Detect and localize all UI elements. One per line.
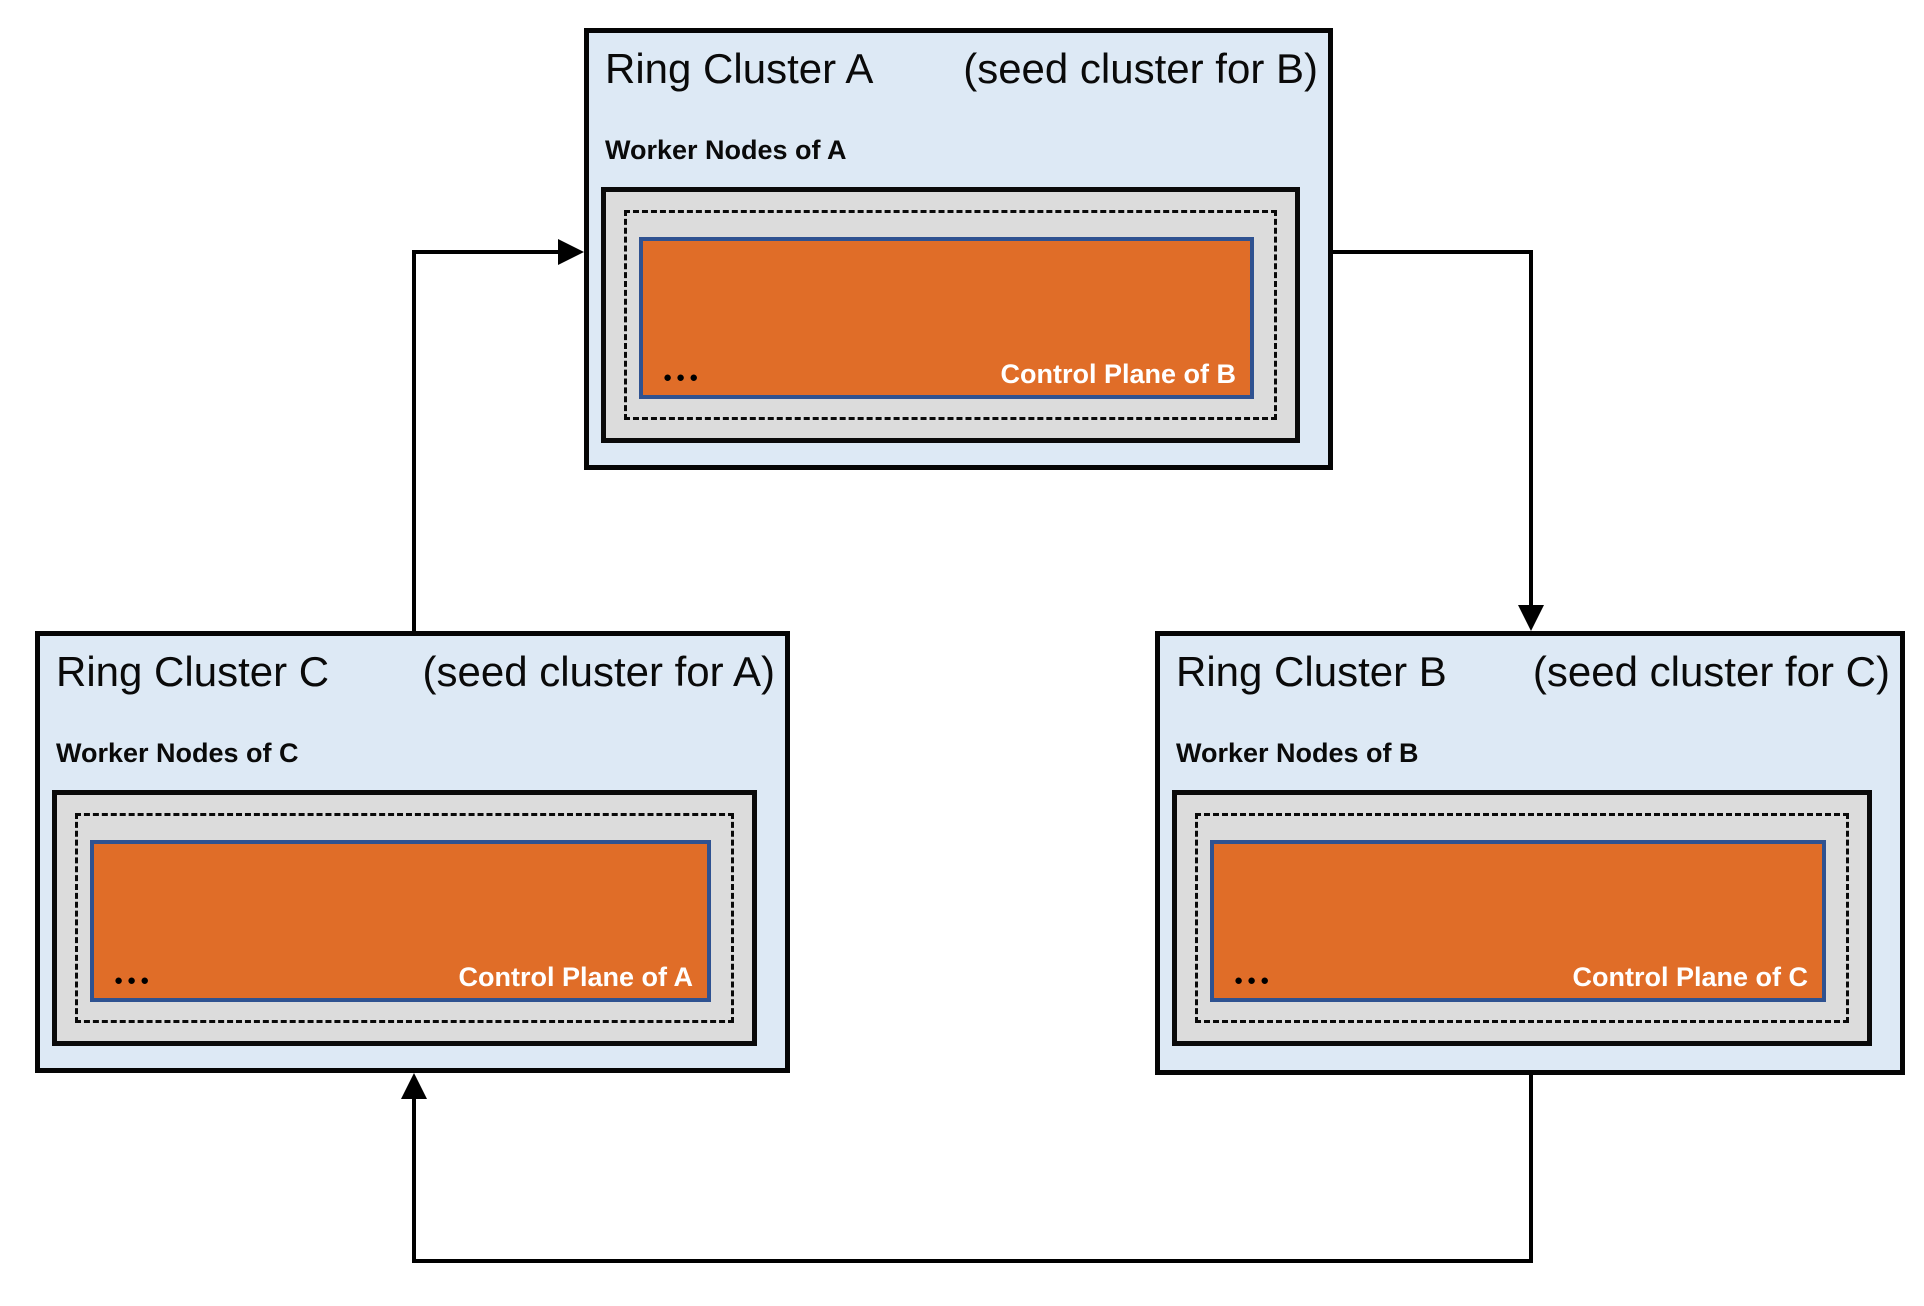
cluster-c-seed-note: (seed cluster for A) <box>422 648 775 695</box>
cluster-c-title-row: Ring Cluster C (seed cluster for A) <box>56 646 775 699</box>
cluster-b-control-plane-row: ●●● Control Plane of C <box>1234 963 1808 993</box>
cluster-b-worker-nodes-box: ●●● Control Plane of C <box>1172 790 1872 1046</box>
cluster-a-seed-note: (seed cluster for B) <box>963 45 1318 92</box>
cluster-c-control-plane-row: ●●● Control Plane of A <box>114 963 693 993</box>
ellipsis-dots: ●●● <box>1234 971 1274 989</box>
ellipsis-dots: ●●● <box>663 368 703 386</box>
cluster-a-control-plane-box: ●●● Control Plane of B <box>639 237 1254 399</box>
cluster-c-worker-nodes-box: ●●● Control Plane of A <box>52 790 757 1046</box>
arrow-b-to-c-down-line <box>1529 1073 1533 1263</box>
cluster-b-dashed-boundary: ●●● Control Plane of C <box>1195 813 1849 1023</box>
arrow-c-to-a-vertical-line <box>412 250 416 633</box>
arrow-b-to-c-horizontal-line <box>412 1259 1533 1263</box>
cluster-a-control-plane-row: ●●● Control Plane of B <box>663 360 1236 390</box>
cluster-a-title: Ring Cluster A <box>605 45 874 92</box>
cluster-b-box: Ring Cluster B (seed cluster for C) Work… <box>1155 631 1905 1075</box>
cluster-a-control-plane-label: Control Plane of B <box>1000 359 1237 390</box>
cluster-b-control-plane-box: ●●● Control Plane of C <box>1210 840 1826 1002</box>
cluster-c-worker-nodes-label: Worker Nodes of C <box>56 738 299 768</box>
arrowhead-into-cluster-b <box>1518 605 1544 631</box>
cluster-a-title-row: Ring Cluster A (seed cluster for B) <box>605 43 1318 96</box>
cluster-b-seed-note: (seed cluster for C) <box>1532 648 1890 695</box>
arrow-a-to-b-vertical-line <box>1529 250 1533 607</box>
cluster-c-box: Ring Cluster C (seed cluster for A) Work… <box>35 631 790 1073</box>
ellipsis-dots: ●●● <box>114 971 154 989</box>
arrowhead-into-cluster-a <box>558 239 584 265</box>
cluster-a-worker-nodes-box: ●●● Control Plane of B <box>601 187 1300 443</box>
arrowhead-into-cluster-c <box>401 1073 427 1099</box>
arrow-a-to-b-horizontal-line <box>1333 250 1533 254</box>
cluster-b-control-plane-label: Control Plane of C <box>1572 962 1809 993</box>
cluster-a-box: Ring Cluster A (seed cluster for B) Work… <box>584 28 1333 470</box>
cluster-c-control-plane-box: ●●● Control Plane of A <box>90 840 711 1002</box>
cluster-b-title: Ring Cluster B <box>1176 648 1447 695</box>
arrow-c-to-a-horizontal-line <box>412 250 560 254</box>
cluster-a-dashed-boundary: ●●● Control Plane of B <box>624 210 1277 420</box>
cluster-c-title: Ring Cluster C <box>56 648 330 695</box>
cluster-c-control-plane-label: Control Plane of A <box>458 962 694 993</box>
cluster-a-worker-nodes-label: Worker Nodes of A <box>605 135 847 165</box>
cluster-b-title-row: Ring Cluster B (seed cluster for C) <box>1176 646 1890 699</box>
cluster-c-dashed-boundary: ●●● Control Plane of A <box>75 813 734 1023</box>
arrow-b-to-c-up-line <box>412 1097 416 1263</box>
cluster-b-worker-nodes-label: Worker Nodes of B <box>1176 738 1419 768</box>
